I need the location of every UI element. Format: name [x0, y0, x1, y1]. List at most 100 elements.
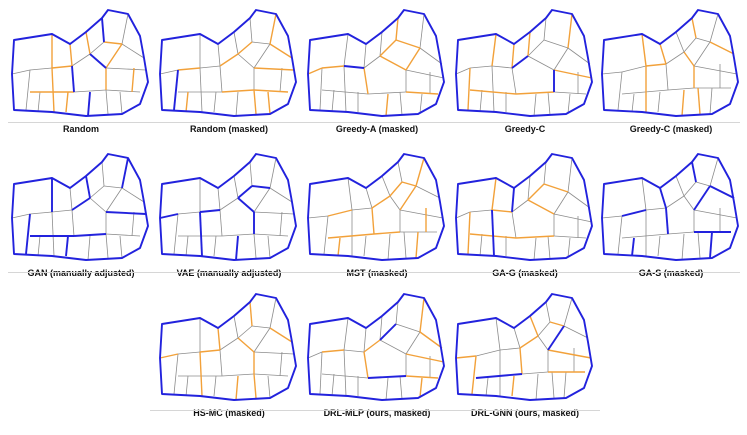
main-road-segment — [121, 157, 129, 189]
road-segment — [343, 317, 349, 351]
road-segment — [71, 209, 75, 237]
road-segment — [601, 215, 623, 219]
road-segment — [219, 65, 223, 93]
planned-road-segment — [269, 43, 293, 59]
planned-road-segment — [567, 13, 573, 49]
road-segment — [419, 93, 423, 114]
planned-road-segment — [363, 67, 369, 95]
road-network-diagram — [455, 293, 593, 401]
road-segment — [379, 31, 383, 57]
planned-road-segment — [199, 349, 221, 353]
road-segment — [553, 91, 587, 95]
main-road-segment — [709, 231, 713, 259]
planned-road-segment — [405, 375, 439, 379]
road-network-diagram — [159, 153, 297, 261]
panel-drl-gnn-masked: DRL-GNN (ours, masked) — [454, 292, 596, 430]
road-segment — [173, 353, 179, 395]
road-segment — [29, 67, 53, 71]
planned-road-segment — [405, 91, 439, 95]
main-road-segment — [71, 65, 75, 93]
road-network-diagram — [601, 153, 739, 261]
panel-caption: HS-MC (masked) — [193, 408, 265, 418]
planned-road-segment — [511, 43, 515, 69]
region-boundary — [159, 293, 297, 401]
main-road-segment — [621, 209, 647, 217]
road-segment — [237, 53, 255, 69]
road-segment — [551, 371, 555, 399]
panel-caption: MST (masked) — [346, 268, 408, 278]
road-segment — [709, 87, 713, 115]
planned-road-segment — [467, 211, 471, 255]
road-segment — [343, 349, 347, 397]
road-segment — [213, 235, 217, 257]
road-segment — [379, 339, 407, 355]
region-boundary — [11, 153, 149, 261]
road-segment — [667, 87, 695, 91]
road-segment — [387, 233, 391, 261]
road-segment — [395, 323, 421, 333]
road-segment — [251, 41, 271, 45]
road-segment — [347, 177, 353, 211]
planned-road-segment — [691, 17, 697, 39]
road-segment — [469, 65, 493, 69]
main-road-segment — [547, 325, 565, 351]
road-segment — [363, 43, 367, 69]
planned-road-segment — [219, 53, 239, 67]
road-segment — [631, 93, 635, 113]
road-segment — [331, 373, 335, 397]
planned-road-segment — [549, 321, 565, 327]
main-road-segment — [251, 185, 271, 189]
row-divider — [8, 122, 740, 123]
planned-road-segment — [177, 67, 201, 71]
road-segment — [185, 375, 189, 397]
road-segment — [399, 91, 403, 116]
planned-road-segment — [405, 353, 445, 363]
road-segment — [323, 215, 329, 255]
road-segment — [697, 231, 701, 259]
planned-road-segment — [469, 89, 517, 95]
road-segment — [567, 47, 591, 65]
road-segment — [269, 157, 277, 189]
road-segment — [683, 37, 697, 53]
road-segment — [527, 55, 555, 71]
road-network-diagram — [11, 153, 149, 261]
road-network-diagram — [455, 153, 593, 261]
main-road-segment — [379, 323, 397, 341]
planned-road-segment — [527, 31, 531, 57]
main-road-segment — [159, 213, 179, 219]
road-segment — [279, 67, 283, 93]
main-road-segment — [237, 197, 255, 213]
road-segment — [89, 185, 105, 199]
road-segment — [553, 213, 593, 223]
road-segment — [695, 37, 711, 43]
planned-road-segment — [327, 209, 353, 217]
road-segment — [233, 175, 239, 199]
planned-road-segment — [327, 233, 375, 239]
planned-road-segment — [371, 195, 391, 209]
panel-caption: DRL-MLP (ours, masked) — [323, 408, 431, 418]
road-segment — [693, 65, 738, 75]
road-segment — [221, 233, 255, 237]
panel-gan: GAN (manually adjusted) — [10, 152, 152, 290]
planned-road-segment — [455, 355, 477, 359]
road-segment — [385, 377, 389, 401]
road-segment — [253, 233, 289, 237]
main-road-segment — [659, 187, 667, 209]
road-segment — [233, 31, 239, 55]
road-segment — [199, 65, 221, 69]
road-segment — [87, 235, 91, 261]
main-road-segment — [65, 235, 69, 257]
planned-road-segment — [253, 89, 289, 93]
road-segment — [547, 91, 551, 116]
main-road-segment — [511, 187, 515, 213]
planned-road-segment — [415, 157, 425, 187]
planned-road-segment — [543, 183, 569, 193]
road-segment — [621, 65, 647, 73]
road-segment — [331, 89, 335, 113]
road-segment — [537, 335, 549, 351]
road-segment — [219, 209, 223, 237]
planned-road-segment — [217, 327, 221, 351]
planned-road-segment — [491, 209, 513, 213]
main-road-segment — [693, 185, 711, 211]
road-segment — [499, 347, 521, 351]
